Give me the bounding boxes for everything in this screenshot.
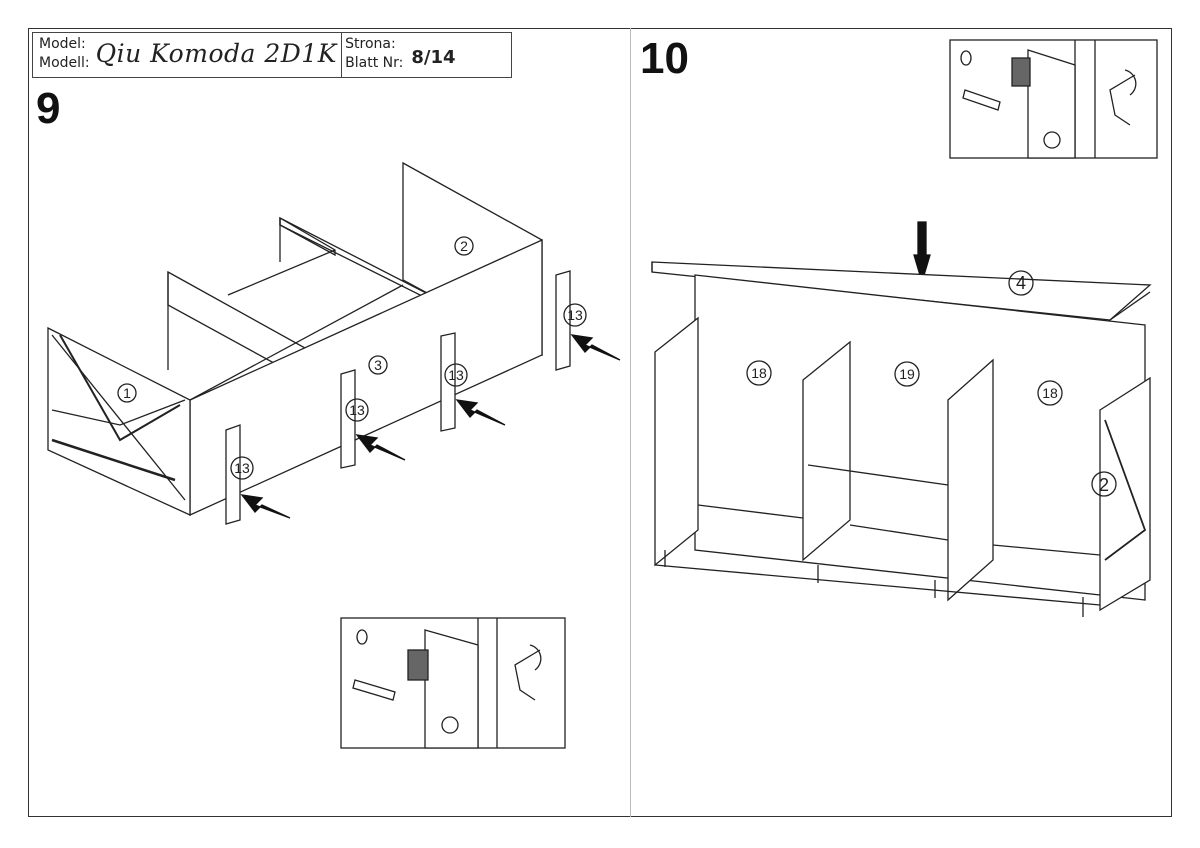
svg-text:2: 2 (1099, 475, 1109, 495)
model-label-de: Modell: (39, 55, 90, 71)
step-number-10: 10 (640, 34, 689, 83)
part-label-2: 2 (454, 236, 474, 256)
svg-text:13: 13 (567, 307, 583, 323)
part-label-18: 18 (746, 360, 772, 386)
part-label-4: 4 (1008, 270, 1034, 296)
part-label-13: 13 (563, 303, 587, 327)
part-label-13: 13 (345, 398, 369, 422)
step9-carcass (47, 161, 543, 517)
svg-text:19: 19 (899, 366, 915, 382)
part-label-19: 19 (894, 361, 920, 387)
part-label-13: 13 (444, 363, 468, 387)
detail-box-step10 (949, 39, 1158, 159)
svg-text:1: 1 (123, 385, 131, 401)
part-label-13: 13 (230, 456, 254, 480)
arrow-icons (240, 221, 931, 519)
step-number-9: 9 (36, 84, 61, 133)
svg-text:18: 18 (751, 365, 767, 381)
page-border (28, 28, 1172, 817)
page-divider (630, 28, 631, 817)
svg-text:3: 3 (374, 357, 382, 373)
detail-box-step9 (340, 617, 566, 749)
page-label-de: Blatt Nr: (345, 55, 404, 71)
part-labels: 1 2 3 13 13 13 13 4 18 19 18 2 (117, 236, 1117, 497)
svg-text:18: 18 (1042, 385, 1058, 401)
part-label-1: 1 (117, 383, 137, 403)
svg-text:13: 13 (448, 367, 464, 383)
model-name: Qiu Komoda 2D1K (95, 39, 337, 68)
page-number: 8/14 (411, 47, 456, 68)
svg-text:13: 13 (349, 402, 365, 418)
title-block: Model: Modell: Qiu Komoda 2D1K Strona: B… (32, 32, 512, 78)
svg-text:13: 13 (234, 460, 250, 476)
model-label-pl: Model: (39, 36, 86, 52)
page-label-pl: Strona: (345, 36, 396, 52)
part-label-18: 18 (1037, 380, 1063, 406)
svg-text:4: 4 (1016, 273, 1026, 293)
step10-cabinet (651, 261, 1152, 617)
part-label-3: 3 (368, 355, 388, 375)
part-label-2: 2 (1091, 471, 1117, 497)
svg-text:2: 2 (460, 238, 468, 254)
